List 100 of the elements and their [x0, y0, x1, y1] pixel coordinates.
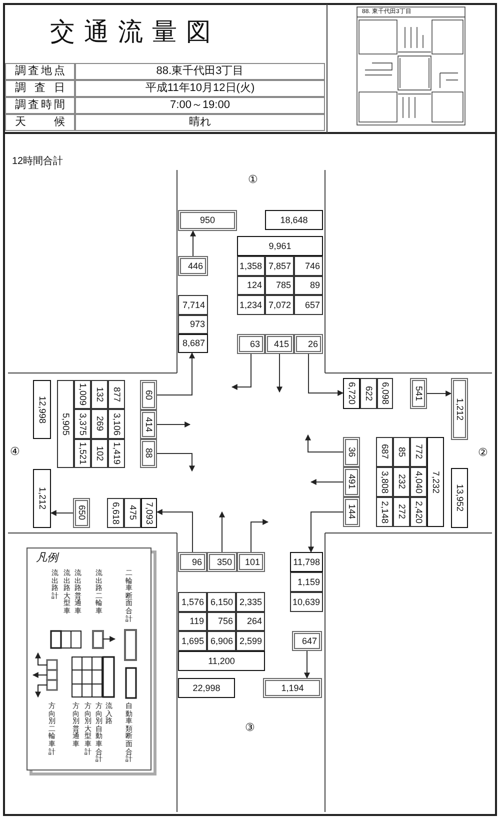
count-box: 85 [393, 437, 410, 467]
count-box: 89 [294, 276, 323, 295]
count-box: 124 [237, 276, 265, 295]
count-box: 414 [140, 410, 157, 439]
count-box: 687 [376, 437, 393, 467]
count-box: 1,212 [451, 378, 468, 440]
arrow [190, 230, 196, 256]
arrow [276, 354, 282, 393]
count-box: 1,212 [33, 469, 51, 528]
count-box: 88 [140, 439, 157, 468]
count-box: 1,234 [237, 295, 265, 315]
count-box: 3,808 [376, 467, 393, 497]
count-box: 7,093 [141, 498, 157, 528]
count-box: 26 [294, 334, 323, 354]
legend-heading: 凡例 [36, 551, 60, 565]
arrow [156, 422, 191, 428]
count-box: 650 [73, 498, 90, 528]
count-box: 8,687 [178, 334, 208, 353]
title: 交通流量図 [49, 17, 221, 48]
arrow [219, 511, 225, 552]
count-box: 60 [140, 380, 157, 410]
count-box: 13,952 [451, 468, 468, 528]
count-box: 119 [178, 612, 207, 631]
arrow [156, 453, 195, 472]
approach-number: ③ [244, 721, 256, 735]
count-box: 1,695 [178, 631, 207, 651]
count-box: 12,998 [33, 380, 51, 439]
count-box: 2,335 [236, 592, 265, 612]
count-box: 1,009 [74, 380, 91, 409]
approach-number: ① [247, 173, 259, 187]
count-box: 6,618 [107, 498, 124, 528]
count-box: 350 [207, 552, 237, 572]
count-box: 6,150 [207, 592, 236, 612]
count-box: 6,906 [207, 631, 236, 651]
approach-number: ② [477, 446, 489, 460]
count-box: 269 [91, 409, 108, 439]
count-box: 2,148 [376, 497, 393, 527]
count-box: 973 [178, 315, 208, 334]
count-box: 264 [236, 612, 265, 631]
count-box: 102 [91, 439, 108, 468]
count-box: 272 [393, 497, 410, 527]
count-box: 1,194 [263, 678, 322, 698]
table-cell: 天 候 [5, 114, 75, 131]
count-box: 7,232 [427, 437, 444, 527]
count-box: 415 [265, 334, 294, 354]
count-box: 1,358 [237, 256, 265, 276]
section-heading: 12時間合計 [12, 155, 64, 169]
table-cell: 調査時間 [5, 97, 75, 114]
count-box: 491 [343, 467, 360, 497]
count-box: 63 [237, 334, 265, 354]
arrow [305, 434, 344, 452]
table-cell: 調査地点 [5, 63, 75, 80]
count-box: 7,072 [265, 295, 294, 315]
count-box: 4,040 [410, 467, 427, 497]
arrow [426, 390, 452, 396]
count-box: 101 [237, 552, 265, 572]
count-box: 746 [294, 256, 323, 276]
count-box: 22,998 [178, 678, 235, 698]
count-box: 144 [343, 497, 360, 527]
arrow [308, 354, 344, 396]
count-box: 3,375 [74, 409, 91, 439]
table-cell: 調 査 日 [5, 80, 75, 97]
count-box: 785 [265, 276, 294, 295]
count-box: 6,098 [377, 378, 393, 409]
count-box: 475 [124, 498, 141, 528]
arrow [156, 509, 193, 552]
count-box: 36 [343, 437, 360, 467]
arrow [50, 510, 74, 516]
count-box: 9,961 [237, 236, 323, 256]
count-box: 232 [393, 467, 410, 497]
count-box: 18,648 [265, 210, 323, 230]
arrow [250, 519, 269, 552]
count-box: 3,106 [108, 409, 125, 439]
count-box: 10,639 [290, 592, 323, 612]
count-box: 657 [294, 295, 323, 315]
count-box: 2,599 [236, 631, 265, 651]
count-box: 622 [360, 378, 377, 409]
table-cell: 88.東千代田3丁目 [75, 63, 325, 80]
arrow [304, 650, 310, 679]
approach-number: ④ [9, 445, 21, 459]
table-cell: 7:00～19:00 [75, 97, 325, 114]
count-box: 7,857 [265, 256, 294, 276]
count-box: 2,420 [410, 497, 427, 527]
count-box: 7,714 [178, 295, 208, 315]
count-box: 132 [91, 380, 108, 409]
count-box: 877 [108, 380, 125, 409]
count-box: 11,200 [178, 651, 265, 671]
arrow [308, 512, 344, 553]
arrow [156, 352, 195, 396]
count-box: 1,159 [290, 572, 323, 592]
count-box: 11,798 [290, 552, 323, 572]
count-box: 1,521 [74, 439, 91, 468]
count-box: 6,720 [343, 378, 360, 409]
count-box: 647 [292, 631, 322, 651]
count-box: 541 [410, 378, 427, 409]
arrow [310, 479, 344, 485]
count-box: 446 [178, 256, 208, 276]
table-cell: 平成11年10月12日(火) [75, 80, 325, 97]
count-box: 756 [207, 612, 236, 631]
count-box: 772 [410, 437, 427, 467]
